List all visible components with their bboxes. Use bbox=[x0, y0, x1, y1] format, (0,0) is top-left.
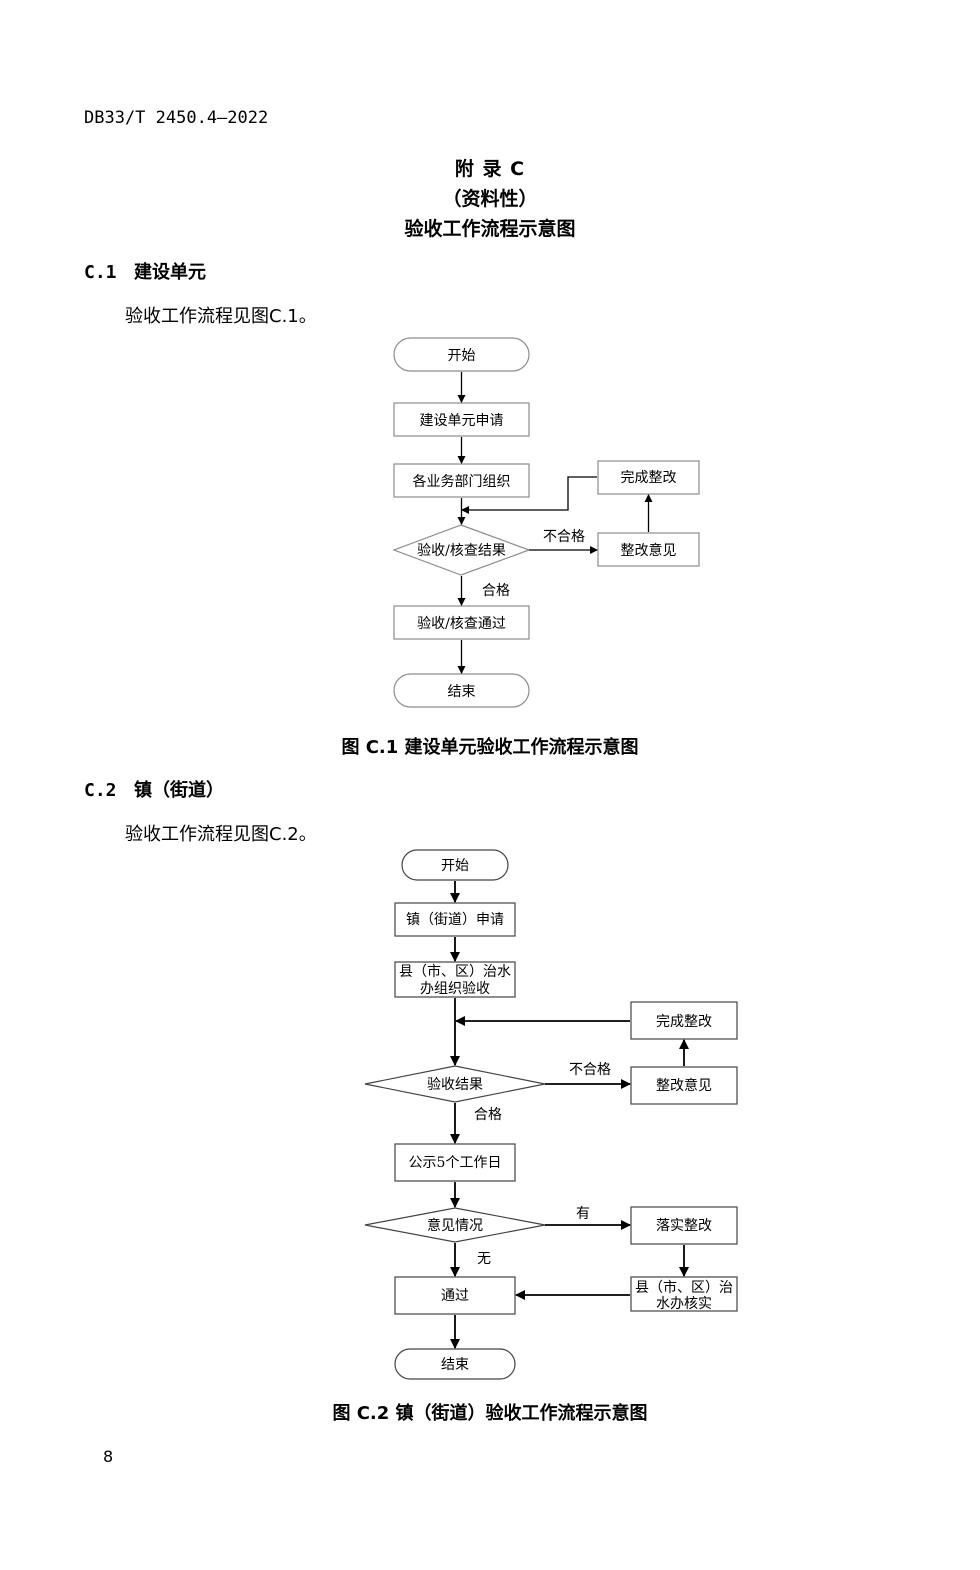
c2-feedback-node bbox=[364, 1207, 546, 1243]
section-c1-heading: C.1 建设单元 bbox=[84, 258, 206, 284]
c1-end-node bbox=[393, 673, 530, 708]
c1-start-node bbox=[393, 337, 530, 372]
c1-opinion-label: 整改意见 bbox=[621, 542, 677, 559]
section-c2-paragraph: 验收工作流程见图C.2。 bbox=[125, 824, 317, 845]
c2-publicity-label: 公示5个工作日 bbox=[409, 1155, 502, 1171]
c2-passed-node bbox=[394, 1276, 516, 1315]
c1-start-label: 开始 bbox=[448, 348, 476, 364]
standard-number: DB33/T 2450.4—2022 bbox=[84, 108, 269, 128]
c1-opinion-node bbox=[597, 532, 700, 567]
appendix-nature: （资料性） bbox=[442, 188, 538, 210]
c1-organize-label: 各业务部门组织 bbox=[413, 474, 511, 490]
c2-start-node bbox=[401, 849, 509, 881]
flowchart-c2: 开始 镇（街道）申请 县（市、区）治水 办组织验收 完成整改 验收结果 整改意见… bbox=[364, 849, 738, 1380]
c1-done-fix-node bbox=[597, 460, 700, 495]
figure-c1-caption: 图 C.1 建设单元验收工作流程示意图 bbox=[341, 737, 639, 758]
c1-passed-node bbox=[393, 605, 530, 640]
c2-organize-label-line2: 办组织验收 bbox=[420, 981, 490, 997]
c2-publicity-node bbox=[394, 1143, 516, 1182]
section-c2-heading: C.2 镇（街道） bbox=[84, 776, 224, 802]
c1-decision-node bbox=[392, 524, 531, 576]
c2-decision-label: 验收结果 bbox=[427, 1077, 483, 1093]
c2-implement-label: 落实整改 bbox=[656, 1218, 712, 1234]
page-number: 8 bbox=[103, 1447, 114, 1466]
c1-pass-label: 合格 bbox=[482, 583, 510, 599]
section-c1-title: 建设单元 bbox=[134, 262, 206, 283]
c2-no-label: 无 bbox=[477, 1251, 491, 1267]
c1-fail-label: 不合格 bbox=[543, 529, 585, 545]
c1-arrow-donefix-return bbox=[461, 476, 597, 514]
c1-apply-node bbox=[393, 402, 530, 437]
section-c2-title: 镇（街道） bbox=[134, 780, 224, 801]
appendix-label: 附 录 C bbox=[454, 158, 526, 180]
c2-decision-node bbox=[364, 1065, 546, 1103]
c2-done-fix-node bbox=[630, 1001, 738, 1040]
c2-passed-label: 通过 bbox=[441, 1288, 469, 1304]
c2-done-fix-label: 完成整改 bbox=[656, 1014, 712, 1030]
c1-done-fix-label: 完成整改 bbox=[621, 470, 677, 486]
section-c1-number: C.1 bbox=[84, 262, 117, 283]
c2-verify-node bbox=[630, 1276, 738, 1312]
c2-apply-node bbox=[394, 902, 516, 937]
appendix-title: 验收工作流程示意图 bbox=[404, 218, 576, 240]
c2-yes-label: 有 bbox=[576, 1206, 590, 1222]
section-c2-number: C.2 bbox=[84, 780, 117, 801]
c2-start-label: 开始 bbox=[441, 858, 469, 874]
c2-apply-label: 镇（街道）申请 bbox=[406, 912, 504, 928]
c2-implement-node bbox=[630, 1206, 738, 1245]
c1-end-label: 结束 bbox=[448, 684, 476, 700]
section-c1-paragraph: 验收工作流程见图C.1。 bbox=[125, 306, 317, 327]
c1-apply-label: 建设单元申请 bbox=[420, 413, 504, 429]
c2-organize-node bbox=[394, 961, 516, 998]
c1-passed-label: 验收/核查通过 bbox=[417, 616, 506, 632]
c2-pass-label: 合格 bbox=[474, 1107, 502, 1123]
figure-c2-caption: 图 C.2 镇（街道）验收工作流程示意图 bbox=[332, 1403, 648, 1424]
c2-end-label: 结束 bbox=[441, 1357, 469, 1373]
c2-organize-label-line1: 县（市、区）治水 bbox=[399, 963, 511, 980]
c1-organize-node bbox=[393, 463, 530, 498]
c2-end-node bbox=[394, 1348, 516, 1380]
c2-opinion-label: 整改意见 bbox=[656, 1077, 712, 1094]
c2-feedback-label: 意见情况 bbox=[427, 1217, 483, 1234]
c1-decision-label: 验收/核查结果 bbox=[417, 543, 506, 559]
c2-fail-label: 不合格 bbox=[569, 1062, 611, 1078]
c2-verify-label-line2: 水办核实 bbox=[656, 1296, 712, 1312]
c2-verify-label-line1: 县（市、区）治 bbox=[635, 1279, 733, 1296]
c2-opinion-node bbox=[630, 1066, 738, 1105]
